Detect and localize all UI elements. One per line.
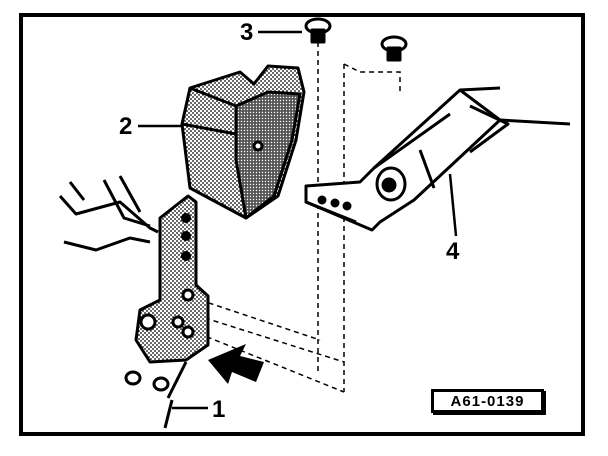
callout-1: 1 xyxy=(212,396,226,423)
reference-code: A61-0139 xyxy=(450,392,525,410)
callout-2: 2 xyxy=(119,113,133,140)
screw-3 xyxy=(304,17,408,62)
bracket-1 xyxy=(124,194,210,429)
reference-code-box: A61-0139 xyxy=(431,389,544,413)
indicator-arrow xyxy=(208,344,264,384)
leader-lines xyxy=(138,30,458,410)
callout-4: 4 xyxy=(446,238,460,265)
body-panel xyxy=(58,175,159,252)
callout-3: 3 xyxy=(240,19,254,46)
arm-4 xyxy=(304,86,571,232)
cover-2 xyxy=(180,64,306,220)
